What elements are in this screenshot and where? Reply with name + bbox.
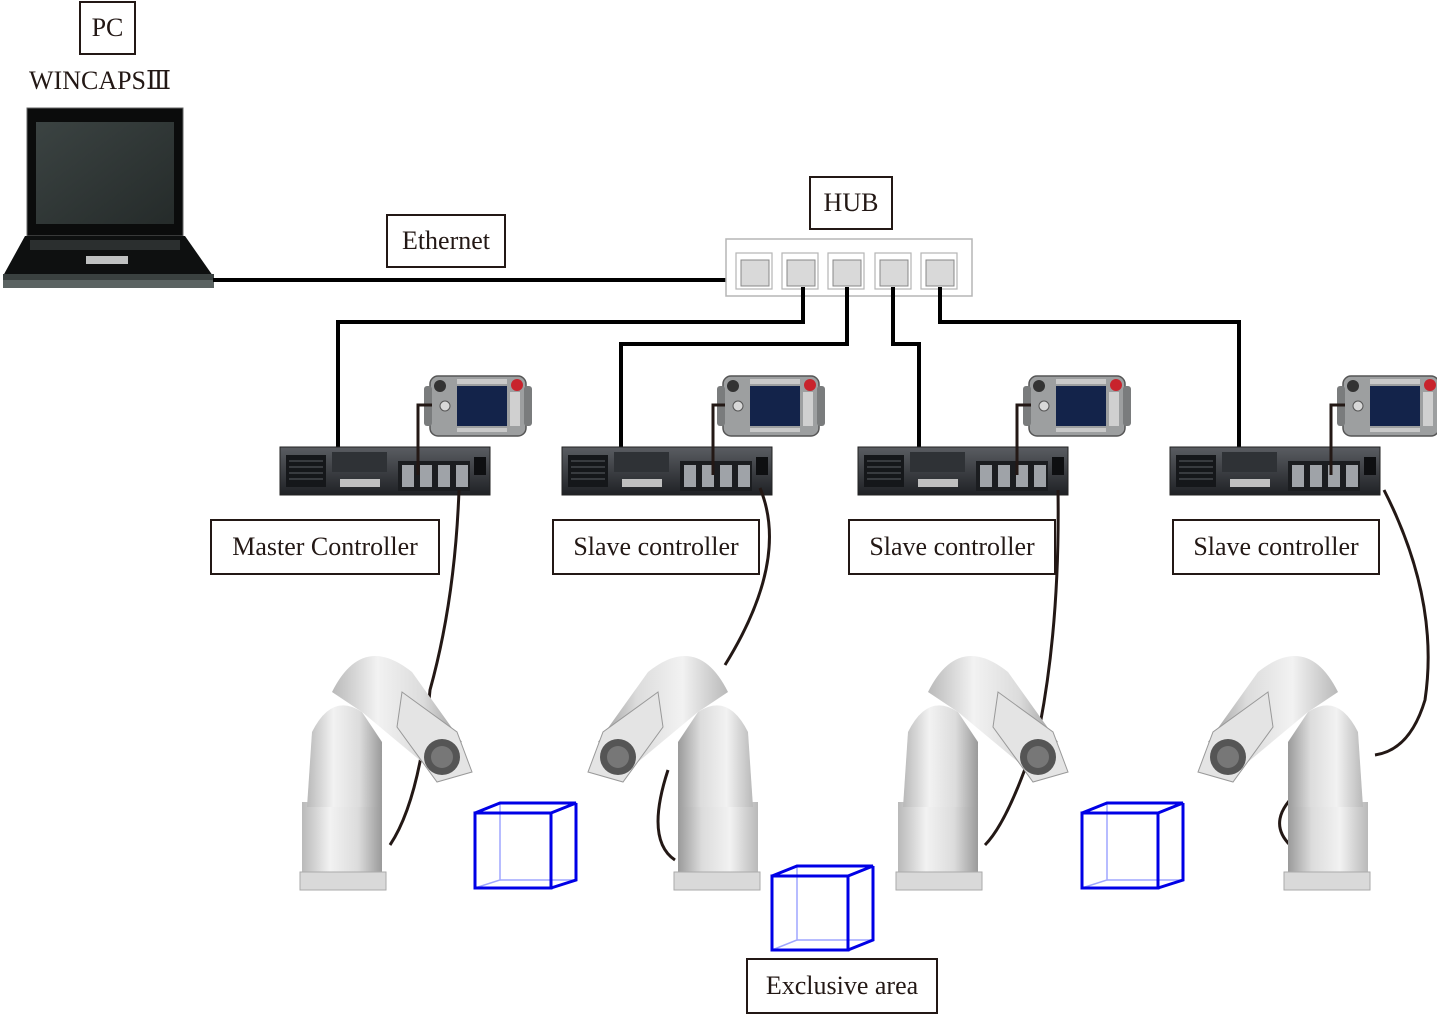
hub-port-3 [832,259,862,287]
teach-pendant-icon [423,375,533,437]
exclusive-area-cube-2 [770,864,875,952]
cable-hub-slave-1 [619,287,849,488]
teach-pendant-icon [1336,375,1437,437]
exclusive-area-label: Exclusive area [746,958,938,1014]
software-label: WINCAPSⅢ [29,66,172,95]
controller-label-slave-1: Slave controller [552,519,760,575]
controller-slave-3 [1169,375,1437,496]
cable-hub-master [336,287,805,488]
pc-label: PC [79,1,136,55]
robot-arm-slave-2 [895,655,1069,891]
hub-label: HUB [809,176,893,230]
robot-arm-slave-3 [1197,655,1371,891]
teach-pendant-icon [716,375,826,437]
controller-label-slave-2: Slave controller [848,519,1056,575]
laptop-icon [3,107,214,288]
robot-cable-master [388,489,461,846]
hub-port-1 [740,259,770,287]
robot-cable-slave-1 [656,487,771,862]
hub-port-5 [925,259,955,287]
exclusive-area-cube-1 [473,801,578,890]
hub-port-2 [786,259,816,287]
controller-master [279,375,533,496]
hub-icon [725,238,973,297]
controller-slave-1 [561,375,826,496]
teach-pendant-icon [1022,375,1132,437]
controller-label-master: Master Controller [210,519,440,575]
controller-slave-2 [857,375,1132,496]
ethernet-label: Ethernet [386,214,506,268]
robot-cable-slave-2 [983,489,1060,847]
cable-hub-slave-2 [891,287,921,488]
robot-arm-master [299,655,473,891]
hub-port-4 [879,259,909,287]
robot-arm-slave-1 [587,655,761,891]
controller-label-slave-3: Slave controller [1172,519,1380,575]
exclusive-area-cube-3 [1080,801,1185,890]
cable-hub-slave-3 [938,287,1241,488]
